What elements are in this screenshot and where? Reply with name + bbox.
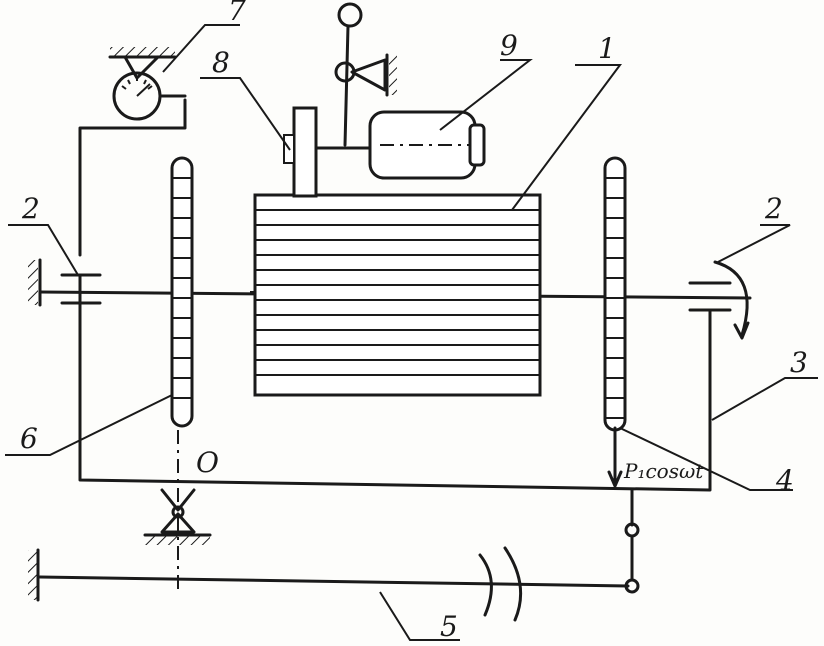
right-disk xyxy=(603,156,627,432)
frame xyxy=(78,273,712,492)
label-8: 8 xyxy=(212,46,230,79)
force-label: P₁cosωt xyxy=(623,459,704,483)
label-3: 3 xyxy=(790,346,808,379)
pendulum xyxy=(334,2,397,147)
label-origin: O xyxy=(196,446,219,479)
label-7: 7 xyxy=(228,0,246,27)
label-1: 1 xyxy=(598,32,616,65)
label-6: 6 xyxy=(20,422,38,455)
rotation-arrow-icon xyxy=(713,260,750,340)
lever-beam xyxy=(28,546,630,622)
label-9: 9 xyxy=(500,29,518,62)
pivot-support xyxy=(143,430,212,595)
mount-plate xyxy=(292,106,318,198)
frame-left-upright xyxy=(78,98,187,257)
right-bearing xyxy=(688,281,732,312)
left-bearing xyxy=(28,258,102,307)
left-disk xyxy=(170,156,194,428)
label-4: 4 xyxy=(775,464,794,497)
label-2-right: 2 xyxy=(764,192,783,225)
force-arrow-icon xyxy=(607,426,623,488)
label-5: 5 xyxy=(440,610,458,643)
rotor-drum xyxy=(253,193,542,397)
link-rod xyxy=(624,488,640,594)
motor xyxy=(314,110,486,180)
gauge xyxy=(108,47,187,121)
label-2-left: 2 xyxy=(21,192,40,225)
leader-lines xyxy=(5,24,818,641)
